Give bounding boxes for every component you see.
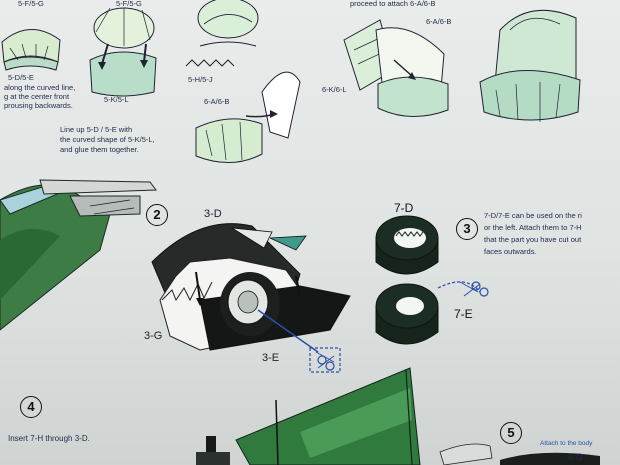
section1-instruction-line: the curved shape of 5-K/5-L, bbox=[60, 136, 155, 145]
label-7d: 7-D bbox=[394, 202, 413, 216]
label-3e: 3-E bbox=[262, 352, 279, 365]
tire-7d-illustration bbox=[376, 216, 438, 274]
section1-note-line: prousing backwards. bbox=[4, 102, 73, 111]
step-5-badge: 5 bbox=[500, 422, 522, 444]
label-8g: 8-G bbox=[568, 452, 583, 462]
step3-instruction-line: that the part you have cut out bbox=[484, 236, 581, 245]
bottom-model-illustration bbox=[196, 368, 600, 465]
finished-seat-illustration bbox=[480, 10, 580, 122]
section1-instruction-line: and glue them together. bbox=[60, 146, 139, 155]
step-4-badge: 4 bbox=[20, 396, 42, 418]
label-5fg-mid: 5-F/5-G bbox=[116, 0, 142, 9]
label-5kl: 5-K/5-L bbox=[104, 96, 129, 105]
step3-instruction-line: faces outwards. bbox=[484, 248, 537, 257]
step-2-badge: 2 bbox=[146, 204, 168, 226]
wheel-assembly-3g-illustration bbox=[160, 258, 350, 350]
label-6ab-mid: 6-A/6-B bbox=[204, 98, 229, 107]
label-5hj: 5-H/5-J bbox=[188, 76, 213, 85]
section1-instruction-line: Line up 5-D / 5-E with bbox=[60, 126, 132, 135]
seat-part-5hj-illustration bbox=[186, 0, 258, 66]
step3-instruction-line: or the left. Attach them to 7-H bbox=[484, 224, 582, 233]
label-3d: 3-D bbox=[204, 208, 222, 221]
car-body-illustration bbox=[0, 180, 156, 330]
seat-part-5de-illustration bbox=[2, 29, 60, 70]
label-3g: 3-G bbox=[144, 330, 162, 343]
label-7e: 7-E bbox=[454, 308, 473, 322]
seat-part-5kl-illustration bbox=[90, 8, 156, 96]
step5-note: Attach to the body bbox=[540, 440, 592, 447]
step4-instruction: Insert 7-H through 3-D. bbox=[8, 434, 90, 443]
tire-7e-illustration bbox=[376, 284, 438, 344]
scissors-cut-icon-7 bbox=[438, 282, 488, 296]
label-6ab-right: 6-A/6-B bbox=[426, 18, 451, 27]
top-right-note: proceed to attach 6-A/6-B bbox=[350, 0, 435, 9]
label-5de: 5-D/5-E bbox=[8, 74, 34, 83]
step-3-badge: 3 bbox=[456, 218, 478, 240]
label-5fg-left: 5-F/5-G bbox=[18, 0, 44, 9]
seat-assembly-6kl-illustration bbox=[344, 20, 448, 117]
label-6kl: 6-K/6-L bbox=[322, 86, 347, 95]
seat-part-6ab-illustration bbox=[196, 72, 300, 162]
step3-instruction-line: 7-D/7-E can be used on the ri bbox=[484, 212, 582, 221]
